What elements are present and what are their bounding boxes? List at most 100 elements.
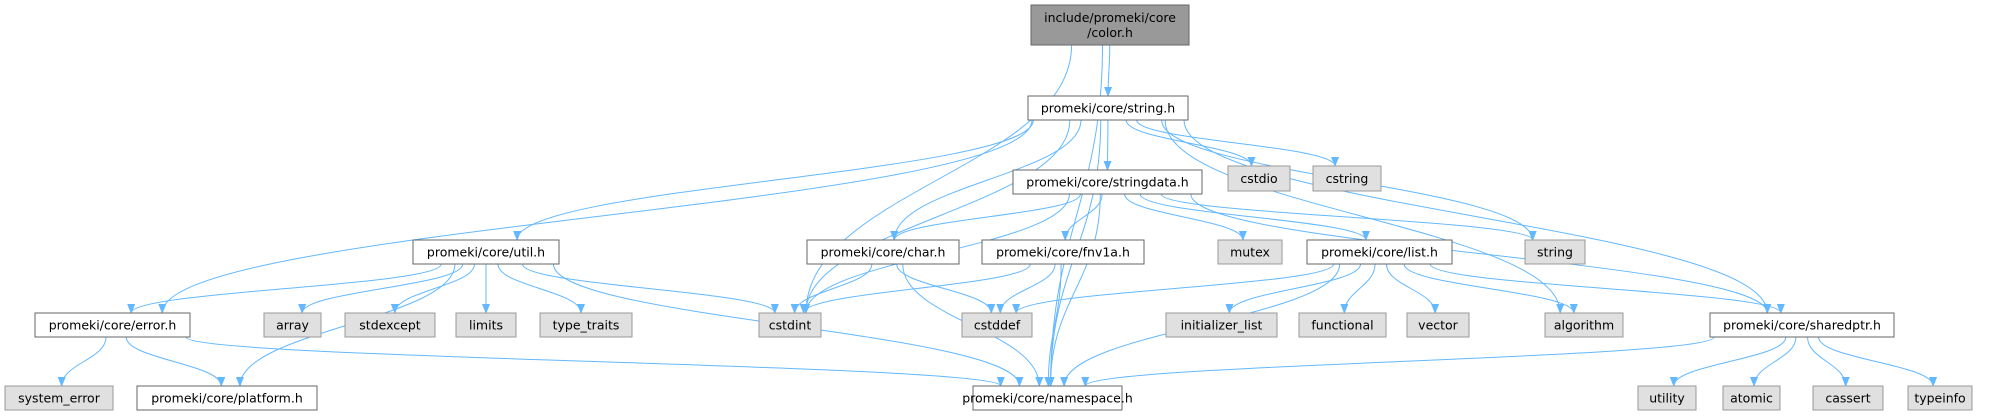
node-cstdio: cstdio xyxy=(1227,165,1291,192)
node-system-error: system_error xyxy=(4,385,114,411)
edge-string_h-to-sharedptr xyxy=(1183,119,1772,314)
edge-stringdata-to-namespace xyxy=(1046,193,1101,387)
edge-util-to-array xyxy=(298,263,464,314)
node-box xyxy=(1165,312,1278,338)
node-label: promeki/core/error.h xyxy=(49,318,177,333)
node-box xyxy=(972,385,1123,411)
node-utility: utility xyxy=(1637,385,1697,411)
edge-list-to-algorithm xyxy=(1403,263,1578,314)
node-array: array xyxy=(263,312,322,338)
node-cassert: cassert xyxy=(1812,385,1884,411)
node-box xyxy=(412,239,560,265)
nodes-layer: include/promeki/core/color.hpromeki/core… xyxy=(4,4,1973,411)
node-stringdata[interactable]: promeki/core/stringdata.h xyxy=(1012,169,1203,195)
node-functional: functional xyxy=(1298,312,1387,338)
edge-color-to-cstdint xyxy=(802,44,1073,314)
node-box xyxy=(1907,385,1973,411)
node-label: promeki/core/util.h xyxy=(427,245,545,260)
node-label: cstddef xyxy=(974,318,1021,333)
edge-util-to-error xyxy=(127,263,442,314)
edge-sharedptr-to-utility xyxy=(1669,336,1787,387)
node-box xyxy=(1722,385,1781,411)
node-box xyxy=(1524,239,1586,265)
node-box xyxy=(136,385,318,411)
node-label: cassert xyxy=(1825,391,1870,406)
node-label: promeki/core/platform.h xyxy=(151,391,303,406)
node-platform[interactable]: promeki/core/platform.h xyxy=(136,385,318,411)
edge-error-to-system_error xyxy=(57,336,107,387)
edge-stringdata-to-fnv1a xyxy=(1061,193,1103,241)
node-box xyxy=(806,239,960,265)
node-box xyxy=(1544,312,1624,338)
node-box xyxy=(1030,4,1190,46)
node-atomic: atomic xyxy=(1722,385,1781,411)
node-limits: limits xyxy=(455,312,517,338)
node-label: utility xyxy=(1649,391,1685,406)
node-box xyxy=(1709,312,1895,338)
node-box xyxy=(1217,239,1283,265)
node-label: limits xyxy=(469,318,503,333)
node-initializer-list: initializer_list xyxy=(1165,312,1278,338)
node-box xyxy=(455,312,517,338)
node-cstring: cstring xyxy=(1312,165,1382,192)
edge-list-to-cstddef xyxy=(1012,263,1335,314)
node-label: promeki/core/stringdata.h xyxy=(1026,175,1188,190)
node-label: cstdint xyxy=(769,318,812,333)
edge-util-to-cstdint xyxy=(521,263,779,314)
node-box xyxy=(344,312,436,338)
node-list[interactable]: promeki/core/list.h xyxy=(1306,239,1453,265)
node-label: string xyxy=(1537,245,1573,260)
node-box xyxy=(758,312,822,338)
edge-string_h-to-error xyxy=(158,119,1033,314)
node-stdexcept: stdexcept xyxy=(344,312,436,338)
edge-stringdata-to-mutex xyxy=(1124,193,1247,241)
edge-string_h-to-cstdint xyxy=(801,119,1071,314)
node-label: algorithm xyxy=(1554,318,1614,333)
node-box xyxy=(1298,312,1387,338)
node-label: mutex xyxy=(1230,245,1270,260)
node-box xyxy=(1027,95,1189,121)
node-label: system_error xyxy=(18,391,101,406)
node-box xyxy=(1012,169,1203,195)
edge-fnv1a-to-cstdint xyxy=(799,263,1031,314)
node-namespace[interactable]: promeki/core/namespace.h xyxy=(962,385,1133,411)
edge-string_h-to-cstdio xyxy=(1125,119,1256,167)
node-mutex: mutex xyxy=(1217,239,1283,265)
edge-char-to-cstddef xyxy=(896,263,996,314)
node-label: promeki/core/sharedptr.h xyxy=(1723,318,1881,333)
edge-sharedptr-to-cassert xyxy=(1807,336,1850,387)
node-type-traits: type_traits xyxy=(539,312,633,338)
edge-list-to-vector xyxy=(1386,263,1440,314)
edge-list-to-functional xyxy=(1340,263,1376,314)
node-label: promeki/core/list.h xyxy=(1321,245,1438,260)
edge-char-to-cstdint xyxy=(790,263,873,314)
edge-sharedptr-to-atomic xyxy=(1750,336,1797,387)
node-box xyxy=(1637,385,1697,411)
node-box xyxy=(263,312,322,338)
edge-list-to-initializer_list xyxy=(1225,263,1362,314)
edge-sharedptr-to-typeinfo xyxy=(1818,336,1938,387)
node-label: initializer_list xyxy=(1181,318,1263,333)
edges-layer xyxy=(57,44,1938,387)
node-label: promeki/core/char.h xyxy=(821,245,946,260)
node-label: cstdio xyxy=(1240,171,1277,186)
node-label: typeinfo xyxy=(1914,391,1965,406)
edge-util-to-type_traits xyxy=(497,263,585,314)
edge-stringdata-to-list xyxy=(1139,193,1370,241)
node-string-std: string xyxy=(1524,239,1586,265)
node-cstddef: cstddef xyxy=(961,312,1033,338)
node-util[interactable]: promeki/core/util.h xyxy=(412,239,560,265)
node-fnv1a[interactable]: promeki/core/fnv1a.h xyxy=(981,239,1145,265)
node-box xyxy=(1312,165,1382,192)
node-label: cstring xyxy=(1326,171,1369,186)
node-error[interactable]: promeki/core/error.h xyxy=(34,312,191,338)
node-box xyxy=(4,385,114,411)
node-string-h[interactable]: promeki/core/string.h xyxy=(1027,95,1189,121)
node-algorithm: algorithm xyxy=(1544,312,1624,338)
edge-error-to-platform xyxy=(125,336,226,387)
edge-error-to-namespace xyxy=(185,336,1005,387)
node-sharedptr[interactable]: promeki/core/sharedptr.h xyxy=(1709,312,1895,338)
node-char[interactable]: promeki/core/char.h xyxy=(806,239,960,265)
node-label: promeki/core/fnv1a.h xyxy=(996,245,1130,260)
